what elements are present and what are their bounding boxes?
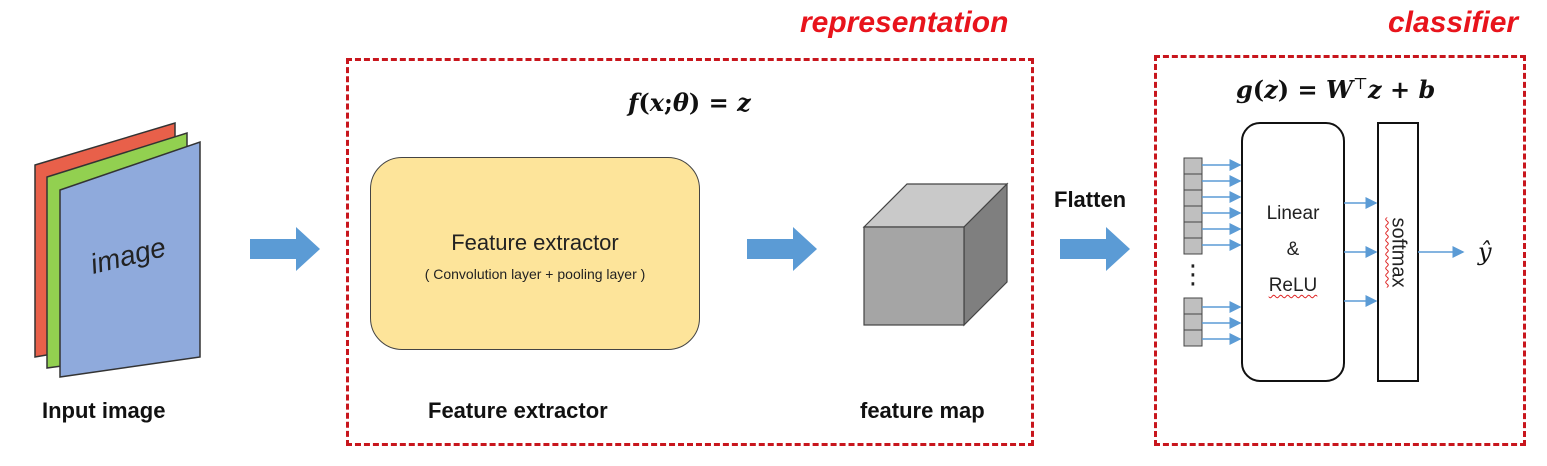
classifier-label: classifier — [1388, 6, 1519, 39]
flatten-arrow — [1060, 227, 1130, 271]
flatten-label: Flatten — [1054, 187, 1127, 212]
classifier-network — [1183, 122, 1465, 382]
flattened-vector-top — [1183, 157, 1203, 255]
input-arrows — [1202, 159, 1242, 345]
vector-ellipsis: ⋮ — [1180, 260, 1206, 290]
softmax-label: softmax — [1387, 216, 1410, 288]
cube-front-face — [863, 226, 965, 326]
flattened-vector-bottom — [1183, 297, 1203, 347]
arrow-extractor-to-map — [747, 227, 817, 271]
feature-extractor-subtitle: ( Convolution layer + pooling layer ) — [424, 266, 646, 282]
classifier-formula: g(z) = W⊤z + b — [1236, 74, 1436, 104]
linear-relu-labels: Linear & ReLU — [1242, 196, 1344, 304]
arrow-input-to-extractor — [250, 227, 320, 271]
output-y-hat: ŷ — [1478, 238, 1492, 266]
feature-extractor-caption: Feature extractor — [428, 398, 608, 423]
blue-channel-layer — [59, 140, 201, 378]
feature-map-cube — [862, 182, 1009, 327]
representation-region — [346, 58, 1034, 446]
hidden-arrows — [1344, 197, 1378, 307]
feature-extractor-box: Feature extractor ( Convolution layer + … — [370, 157, 700, 350]
representation-label: representation — [800, 6, 1009, 39]
feature-extractor-title: Feature extractor — [451, 230, 619, 255]
input-image-caption: Input image — [42, 398, 166, 423]
relu-label: ReLU — [1268, 275, 1318, 296]
softmax-box — [1377, 122, 1419, 382]
linear-label: Linear — [1266, 203, 1320, 224]
representation-formula: f(x;θ) = z — [628, 88, 751, 117]
input-image-stack — [34, 121, 201, 378]
classifier-region — [1154, 55, 1526, 446]
ampersand-label: & — [1286, 239, 1300, 260]
feature-map-caption: feature map — [860, 398, 985, 423]
